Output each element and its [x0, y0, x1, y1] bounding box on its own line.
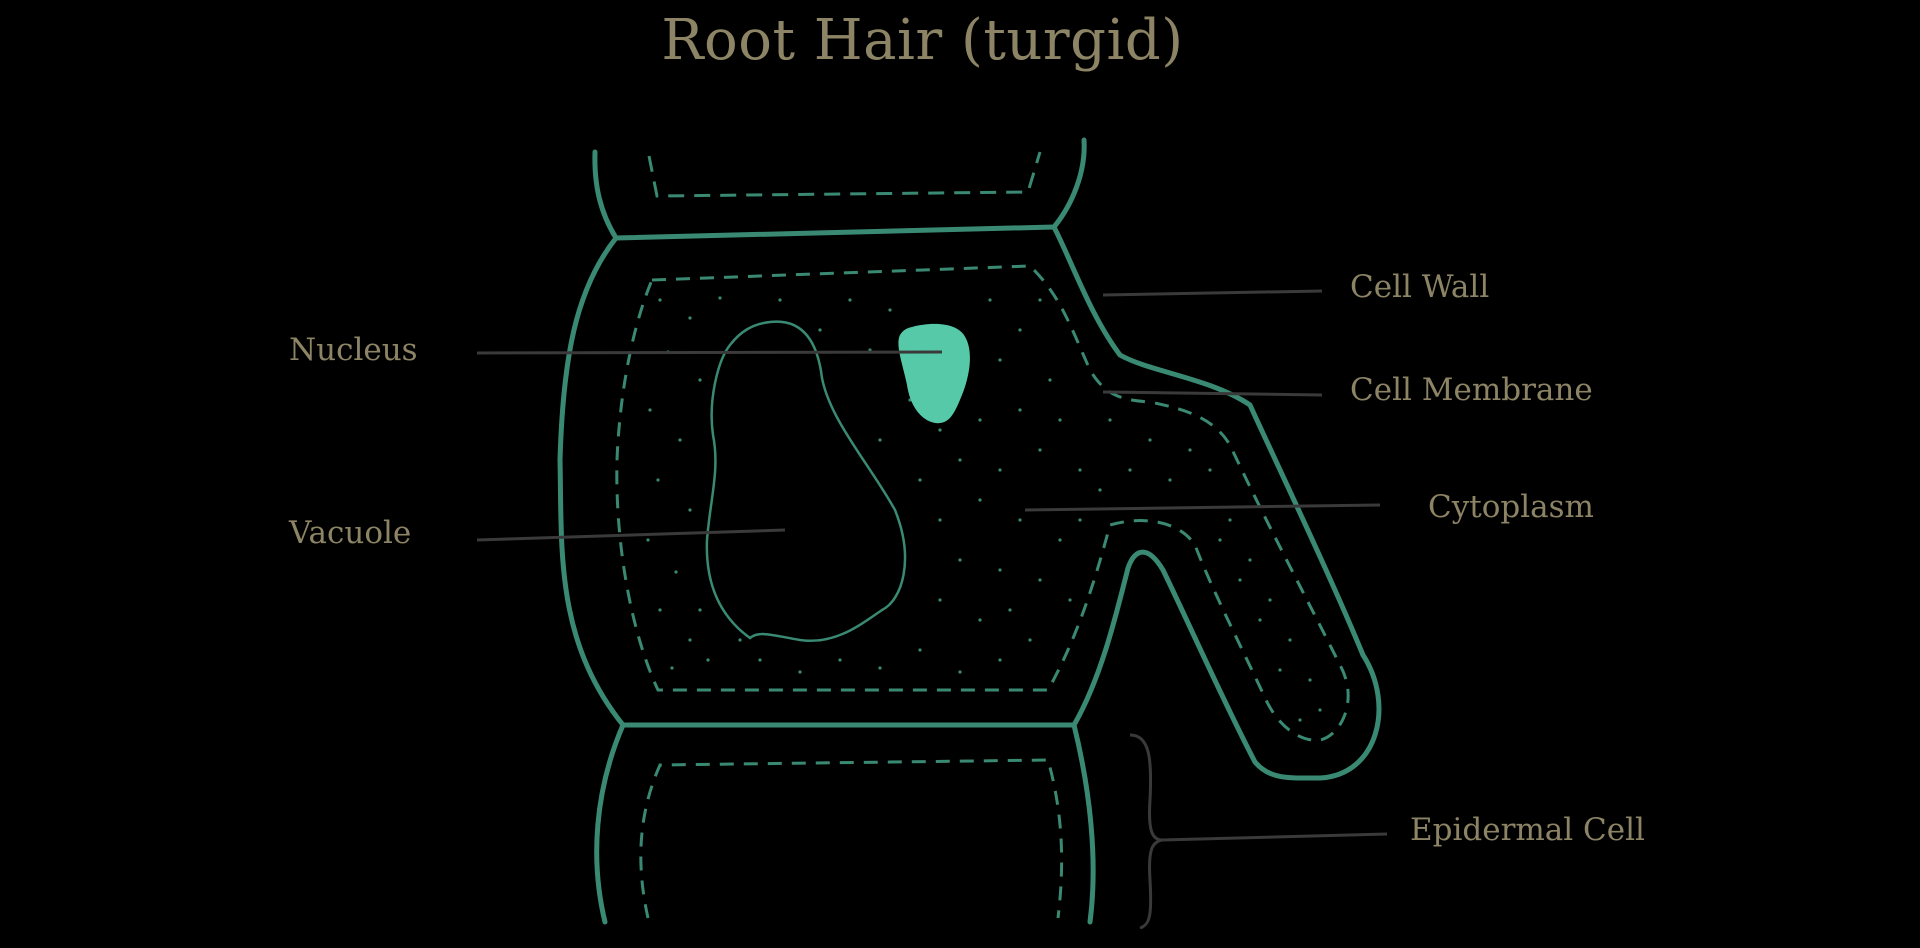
epidermal-cell [594, 722, 1163, 930]
label-epidermal-cell: Epidermal Cell [1410, 812, 1645, 848]
label-nucleus: Nucleus [289, 332, 418, 368]
leader-lines [476, 289, 1388, 842]
epidermal-cell-brace [1129, 733, 1163, 930]
label-vacuole: Vacuole [289, 515, 412, 551]
nucleus [898, 323, 970, 424]
epidermal-cell-wall-left [594, 722, 626, 925]
leader-epidermal-cell [1161, 832, 1388, 842]
label-cell-wall: Cell Wall [1350, 269, 1490, 305]
top-cell-wall-right [1051, 137, 1087, 230]
label-cytoplasm: Cytoplasm [1428, 489, 1594, 525]
leader-cell-wall [1102, 289, 1323, 297]
label-cell-membrane: Cell Membrane [1350, 372, 1593, 408]
leader-nucleus [476, 350, 943, 355]
diagram-title: Root Hair (turgid) [661, 8, 1184, 73]
epidermal-cell-membrane [639, 758, 1064, 919]
top-cell [592, 137, 1087, 241]
epidermal-cell-wall-right [1071, 722, 1096, 925]
vacuole [705, 320, 907, 643]
leader-vacuole [476, 528, 786, 542]
leader-cytoplasm [1024, 503, 1381, 512]
top-cell-wall-left [592, 149, 619, 241]
top-cell-membrane [647, 151, 1042, 198]
cell-wall [557, 224, 1382, 781]
leader-cell-membrane [1102, 390, 1323, 397]
